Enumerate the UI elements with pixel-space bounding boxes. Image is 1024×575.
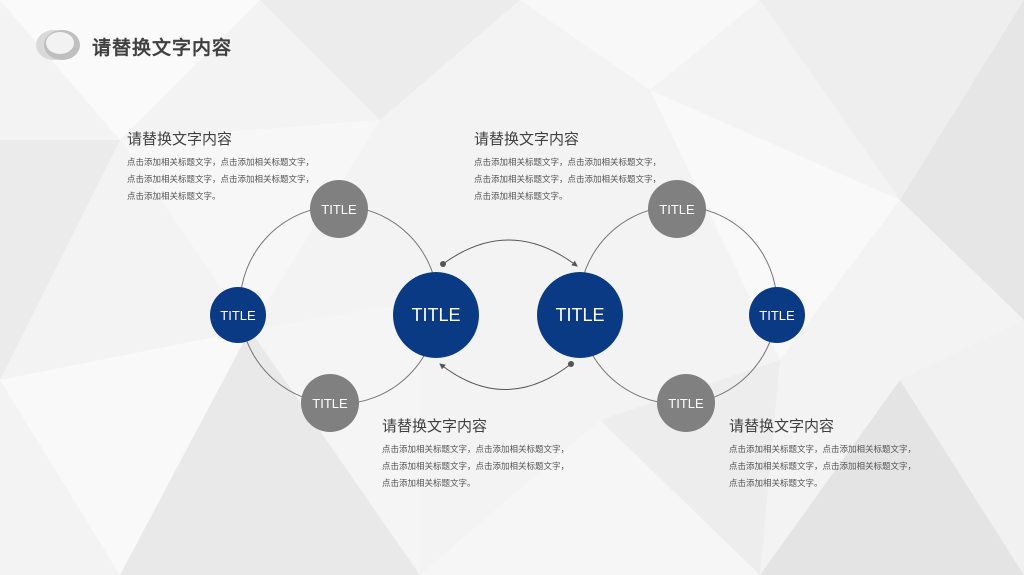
block-heading: 请替换文字内容: [127, 130, 233, 148]
left-top-node[interactable]: TITLE: [310, 180, 368, 238]
block-body: 点击添加相关标题文字，点击添加相关标题文字，点击添加相关标题文字，点击添加相关标…: [729, 445, 917, 489]
block-body: 点击添加相关标题文字，点击添加相关标题文字，点击添加相关标题文字，点击添加相关标…: [474, 158, 662, 202]
top-arc-arrow: [442, 239, 578, 267]
block-body: 点击添加相关标题文字，点击添加相关标题文字，点击添加相关标题文字，点击添加相关标…: [382, 445, 570, 489]
right-side-node[interactable]: TITLE: [749, 287, 805, 343]
page-title: 请替换文字内容: [92, 37, 233, 59]
center-right-node[interactable]: TITLE: [537, 272, 623, 358]
right-bottom-node[interactable]: TITLE: [657, 374, 715, 432]
block-heading: 请替换文字内容: [382, 417, 488, 435]
text-block-top-left: 请替换文字内容 点击添加相关标题文字，点击添加相关标题文字，点击添加相关标题文字…: [127, 128, 317, 206]
center-left-node[interactable]: TITLE: [393, 272, 479, 358]
text-block-top-right: 请替换文字内容 点击添加相关标题文字，点击添加相关标题文字，点击添加相关标题文字…: [474, 128, 664, 206]
left-bottom-node[interactable]: TITLE: [301, 374, 359, 432]
text-block-bottom-right: 请替换文字内容 点击添加相关标题文字，点击添加相关标题文字，点击添加相关标题文字…: [729, 415, 919, 493]
text-block-bottom-center: 请替换文字内容 点击添加相关标题文字，点击添加相关标题文字，点击添加相关标题文字…: [382, 415, 572, 493]
left-side-node[interactable]: TITLE: [210, 287, 266, 343]
block-heading: 请替换文字内容: [729, 417, 835, 435]
block-heading: 请替换文字内容: [474, 130, 580, 148]
bottom-arc-arrow: [439, 363, 572, 390]
logo-icon: [36, 30, 80, 60]
block-body: 点击添加相关标题文字，点击添加相关标题文字，点击添加相关标题文字，点击添加相关标…: [127, 158, 315, 202]
right-top-node[interactable]: TITLE: [648, 180, 706, 238]
